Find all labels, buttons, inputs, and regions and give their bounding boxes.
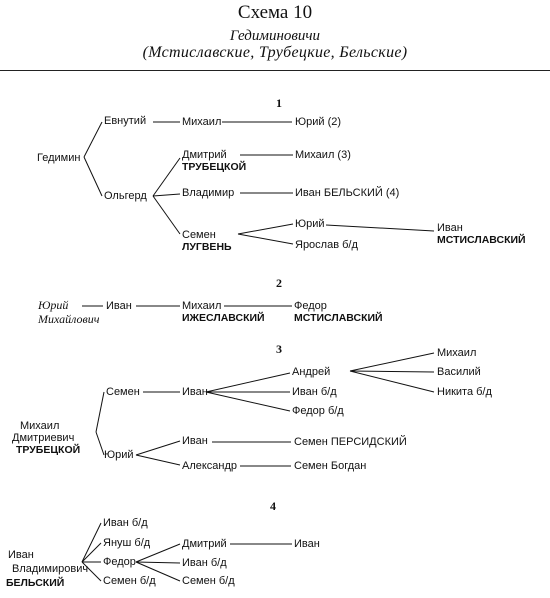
node-andrey: Андрей	[292, 366, 331, 378]
node-ivan-belsky-4: Иван БЕЛЬСКИЙ (4)	[295, 187, 400, 199]
node-ivan-2: Иван	[106, 300, 132, 312]
node-yuriy-mikhailovich: Юрий	[38, 298, 69, 312]
node-fedor-mstislavsky: Федор	[294, 300, 327, 312]
scheme-subtitle: Гедиминовичи	[229, 28, 321, 44]
node-yuriy-1: Юрий	[295, 218, 325, 230]
node-mikhail-3b: Михаил	[437, 347, 477, 359]
node-mikhail-izheslavsky: Михаил	[182, 300, 222, 312]
node-yaroslav: Ярослав б/д	[295, 239, 358, 251]
node-semen-bd-4b: Семен б/д	[182, 575, 235, 587]
node-ivan-bd-4: Иван б/д	[103, 517, 148, 529]
node-nikita: Никита б/д	[437, 386, 492, 398]
node-ivan-bd-3: Иван б/д	[292, 386, 337, 398]
scheme-number-3: 3	[276, 342, 282, 356]
node-ivan-mstislavsky-surname: МСТИСЛАВСКИЙ	[437, 234, 526, 246]
node-mikhail-dmitrievich: Михаил	[20, 420, 60, 432]
node-mikhail-dmitrievich-patronymic: Дмитриевич	[12, 432, 75, 444]
node-vasiliy: Василий	[437, 366, 481, 378]
node-yuriy-mikhailovich-patronymic: Михайлович	[38, 312, 100, 326]
node-mikhail-3: Михаил (3)	[295, 149, 351, 161]
node-aleksandr: Александр	[182, 460, 238, 472]
node-fedor-mstislavsky-surname: МСТИСЛАВСКИЙ	[294, 312, 383, 324]
node-ivan-vladimirovich: Иван	[8, 549, 34, 561]
node-yanush-bd: Януш б/д	[103, 537, 151, 549]
node-fedor-bd-3: Федор б/д	[292, 405, 344, 417]
node-ivan-vladimirovich-belsky: БЕЛЬСКИЙ	[6, 577, 65, 589]
scheme-number-2: 2	[276, 276, 282, 290]
node-semen-bd-4: Семен б/д	[103, 575, 156, 587]
node-dmitriy-4: Дмитрий	[182, 538, 227, 550]
header-rule	[0, 70, 550, 71]
node-yuriy-2: Юрий (2)	[295, 116, 342, 128]
node-ivan-3b: Иван	[182, 435, 208, 447]
scheme-number-4: 4	[270, 499, 276, 513]
node-ivan-vladimirovich-patronymic: Владимирович	[12, 563, 89, 575]
scheme-number-1: 1	[276, 96, 282, 110]
node-semen: Семен	[182, 229, 216, 241]
node-yuriy-3: Юрий	[104, 449, 134, 461]
node-ivan-3: Иван	[182, 386, 208, 398]
node-mikhail-izheslavsky-surname: ИЖЕСЛАВСКИЙ	[182, 312, 265, 324]
node-semen-3: Семен	[106, 386, 140, 398]
node-mikhail-1: Михаил	[182, 116, 222, 128]
node-gedimin: Гедимин	[37, 152, 81, 164]
node-ivan-4b: Иван	[294, 538, 320, 550]
node-semen-persidsky: Семен ПЕРСИДСКИЙ	[294, 436, 407, 448]
scheme-title: Схема 10	[237, 2, 313, 23]
node-semen-lugven: ЛУГВЕНЬ	[182, 241, 232, 253]
node-fedor-4: Федор	[103, 556, 136, 568]
node-dmitriy: Дмитрий	[182, 149, 227, 161]
node-vladimir: Владимир	[182, 187, 235, 199]
node-ivan-bd-4b: Иван б/д	[182, 557, 227, 569]
node-semen-bogdan: Семен Богдан	[294, 460, 367, 472]
node-olgerd: Ольгерд	[104, 190, 147, 202]
node-ivan-mstislavsky: Иван	[437, 222, 463, 234]
node-dmitriy-trubetskoy: ТРУБЕЦКОЙ	[182, 161, 247, 173]
node-mikhail-dmitrievich-trubetskoy: ТРУБЕЦКОЙ	[16, 444, 81, 456]
scheme-subtitle-families: (Мстиславские, Трубецкие, Бельские)	[142, 44, 408, 61]
node-evnutiy: Евнутий	[104, 115, 147, 127]
